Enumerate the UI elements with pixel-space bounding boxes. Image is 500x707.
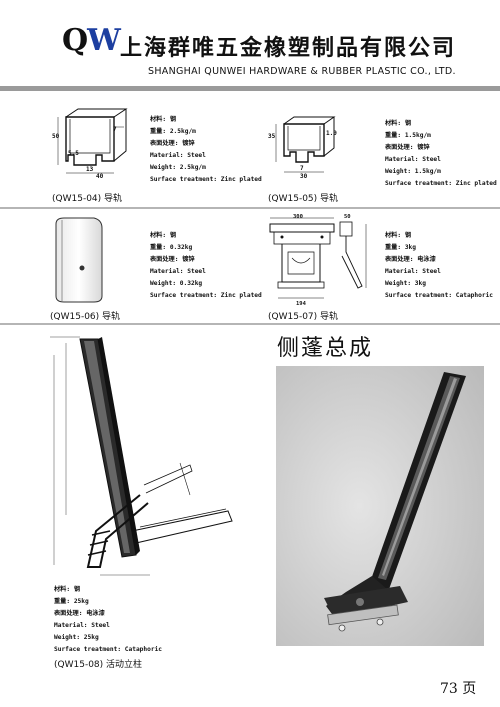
company-logo: QW — [62, 23, 121, 58]
spec-weight-en: Weight: 2.5kg/m — [150, 164, 206, 171]
spec-list-08: 材料: 钢 重量: 25kg 表面处理: 电泳漆 Material: Steel… — [54, 584, 162, 656]
company-name-en: SHANGHAI QUNWEI HARDWARE & RUBBER PLASTI… — [148, 66, 456, 77]
spec-surface-cn: 表面处理: 电泳漆 — [385, 256, 436, 263]
product-name: 活动立柱 — [106, 660, 143, 670]
company-name-cn: 上海群唯五金橡塑制品有限公司 — [120, 35, 457, 61]
dim-depth: 50 — [344, 214, 351, 220]
caption-06: (QW15-06) 导轨 — [50, 309, 120, 322]
spec-material-en: Material: Steel — [54, 622, 110, 629]
block-06-drawing — [55, 217, 103, 303]
spec-weight-en: Weight: 1.5kg/m — [385, 168, 441, 175]
product-name: 导轨 — [102, 312, 121, 322]
spec-list-04: 材料: 钢 重量: 2.5kg/m 表面处理: 镀锌 Material: Ste… — [150, 114, 262, 186]
rail-04-drawing — [57, 108, 128, 174]
dim-width: 40 — [96, 173, 104, 180]
dim-length: 300 — [293, 214, 303, 220]
product-code: (QW15-07) — [268, 312, 318, 322]
spec-weight-cn: 重量: 3kg — [385, 244, 417, 251]
spec-list-07: 材料: 钢 重量: 3kg 表面处理: 电泳漆 Material: Steel … — [385, 230, 493, 302]
assembly-title: 侧蓬总成 — [277, 336, 374, 361]
spec-material-cn: 材料: 钢 — [54, 586, 81, 593]
spec-surface-en: Surface treatment: Zinc plated — [150, 176, 262, 183]
product-name: 导轨 — [320, 194, 339, 204]
spec-weight-en: Weight: 0.32kg — [150, 280, 203, 287]
bracket-07-drawing — [269, 217, 367, 299]
spec-material-cn: 材料: 钢 — [150, 116, 177, 123]
product-code: (QW15-04) — [52, 194, 102, 204]
spec-weight-cn: 重量: 1.5kg/m — [385, 132, 431, 139]
product-code: (QW15-06) — [50, 312, 100, 322]
product-name: 导轨 — [104, 194, 123, 204]
caption-04: (QW15-04) 导轨 — [52, 191, 122, 204]
spec-material-en: Material: Steel — [150, 268, 206, 275]
spec-surface-cn: 表面处理: 电泳漆 — [54, 610, 105, 617]
product-name: 导轨 — [320, 312, 339, 322]
dim-slot: 7 — [300, 165, 304, 172]
product-code: (QW15-05) — [268, 194, 318, 204]
logo-letter-w: W — [87, 23, 121, 58]
spec-material-en: Material: Steel — [150, 152, 206, 159]
row-divider — [0, 323, 500, 325]
spec-surface-en: Surface treatment: Cataphoric — [385, 292, 494, 299]
rail-05-drawing — [275, 116, 336, 173]
spec-list-06: 材料: 钢 重量: 0.32kg 表面处理: 镀锌 Material: Stee… — [150, 230, 262, 302]
dim-width: 30 — [300, 173, 308, 180]
spec-surface-cn: 表面处理: 镀锌 — [150, 256, 195, 263]
spec-weight-cn: 重量: 0.32kg — [150, 244, 193, 251]
caption-05: (QW15-05) 导轨 — [268, 191, 338, 204]
assembly-photo — [276, 366, 484, 646]
caption-08: (QW15-08) 活动立柱 — [54, 657, 142, 670]
spec-surface-cn: 表面处理: 镀锌 — [385, 144, 430, 151]
dim-base: 194 — [296, 301, 306, 307]
post-08-drawing — [50, 336, 233, 576]
caption-07: (QW15-07) 导轨 — [268, 309, 338, 322]
dim-opening: 13 — [86, 166, 94, 173]
spec-weight-en: Weight: 25kg — [54, 634, 99, 641]
product-code: (QW15-08) — [54, 660, 104, 670]
dim-height: 50 — [52, 133, 60, 140]
spec-weight-en: Weight: 3kg — [385, 280, 426, 287]
spec-material-cn: 材料: 钢 — [385, 232, 412, 239]
spec-weight-cn: 重量: 2.5kg/m — [150, 128, 196, 135]
spec-surface-en: Surface treatment: Zinc plated — [385, 180, 497, 187]
dim-slot: 5.5 — [68, 150, 79, 157]
spec-list-05: 材料: 钢 重量: 1.5kg/m 表面处理: 镀锌 Material: Ste… — [385, 118, 497, 190]
spec-weight-cn: 重量: 25kg — [54, 598, 89, 605]
spec-surface-en: Surface treatment: Zinc plated — [150, 292, 262, 299]
dim-height: 35 — [268, 133, 276, 140]
dim-lip: 7 — [113, 126, 117, 133]
logo-letter-q: Q — [62, 23, 88, 58]
page-number: 73 页 — [440, 681, 477, 697]
spec-surface-en: Surface treatment: Cataphoric — [54, 646, 163, 653]
spec-material-cn: 材料: 钢 — [150, 232, 177, 239]
spec-material-cn: 材料: 钢 — [385, 120, 412, 127]
dim-thickness: 1.9 — [326, 130, 337, 137]
header-divider — [0, 86, 500, 91]
spec-material-en: Material: Steel — [385, 156, 441, 163]
spec-surface-cn: 表面处理: 镀锌 — [150, 140, 195, 147]
row-divider — [0, 207, 500, 209]
spec-material-en: Material: Steel — [385, 268, 441, 275]
